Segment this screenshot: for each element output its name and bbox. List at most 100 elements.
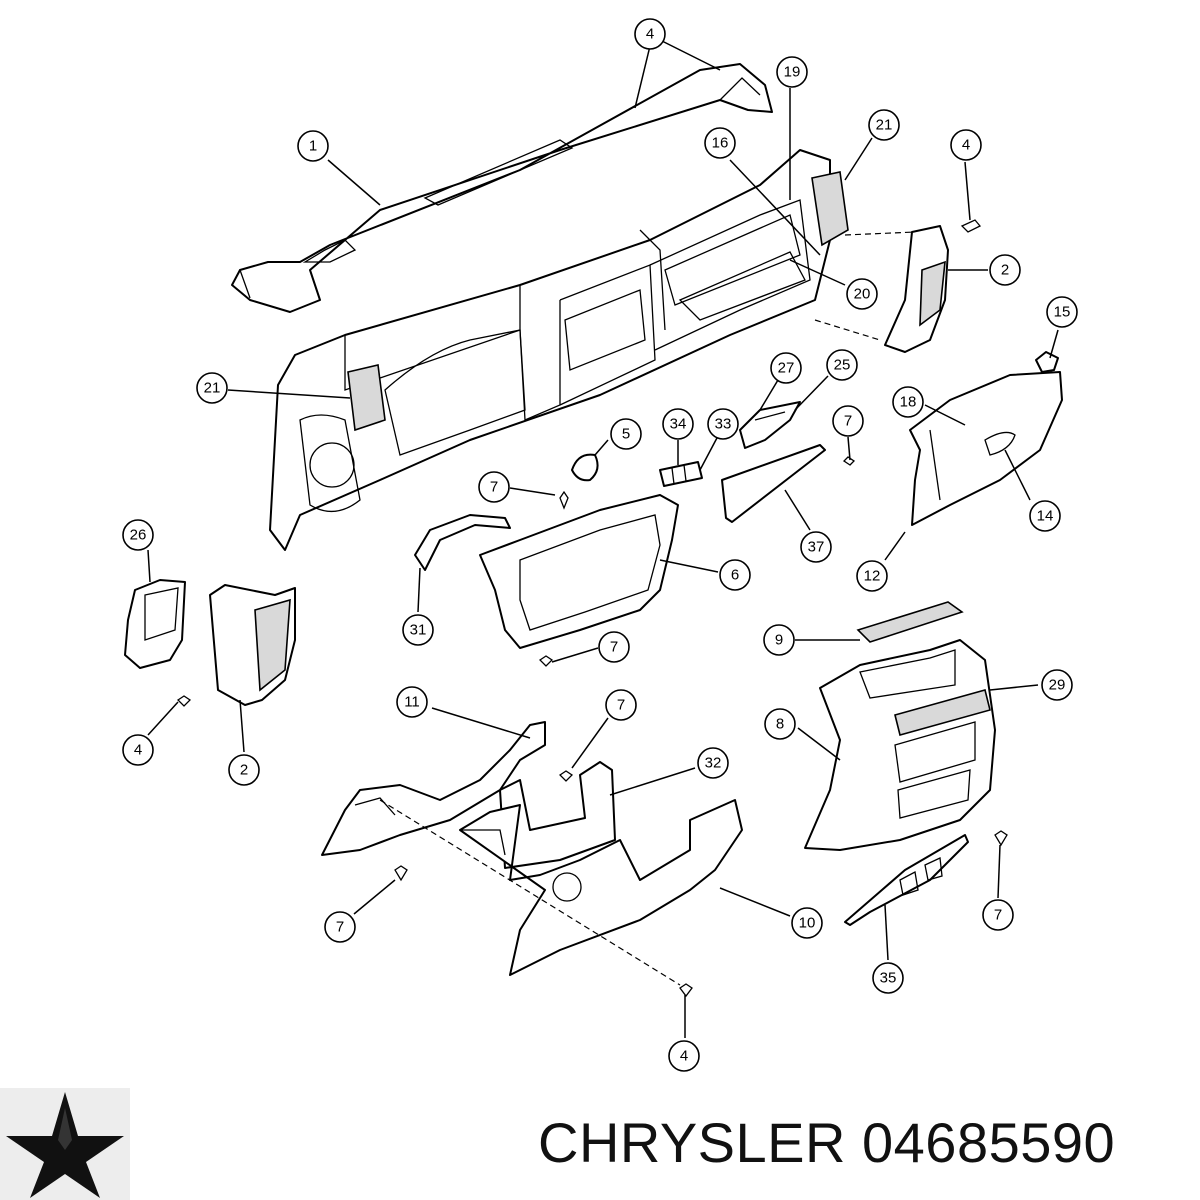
callout-2-right: 2 [989, 254, 1021, 286]
callout-label: 9 [775, 632, 783, 649]
callout-label: 4 [646, 26, 654, 43]
callout-15: 15 [1046, 296, 1078, 328]
callout-11: 11 [396, 686, 428, 718]
callout-27: 27 [770, 352, 802, 384]
callout-31: 31 [402, 614, 434, 646]
callout-4-left: 4 [122, 734, 154, 766]
callout-label: 7 [844, 413, 852, 430]
callout-label: 7 [336, 919, 344, 936]
callout-label: 5 [622, 426, 630, 443]
callout-7-a: 7 [478, 471, 510, 503]
callout-label: 4 [962, 137, 970, 154]
callout-label: 21 [204, 380, 221, 397]
left-end-cap [209, 584, 296, 706]
callout-label: 2 [1001, 262, 1009, 279]
callout-26: 26 [122, 519, 154, 551]
callout-32: 32 [697, 747, 729, 779]
callout-label: 25 [834, 357, 851, 374]
callout-label: 6 [731, 567, 739, 584]
screw-icons [176, 219, 1008, 998]
part-number: 04685590 [862, 1111, 1116, 1174]
callout-label: 7 [994, 907, 1002, 924]
callout-label: 16 [712, 135, 729, 152]
callout-7-f: 7 [982, 899, 1014, 931]
callout-20: 20 [846, 278, 878, 310]
callout-label: 27 [778, 360, 795, 377]
switch-bezel-25 [739, 401, 801, 449]
chrysler-pentastar-icon [0, 1088, 130, 1200]
callout-8: 8 [764, 708, 796, 740]
callout-label: 33 [715, 416, 732, 433]
callout-label: 1 [309, 138, 317, 155]
bracket-26 [124, 579, 186, 669]
callout-label: 37 [808, 539, 825, 556]
callout-37: 37 [800, 531, 832, 563]
callout-label: 7 [610, 639, 618, 656]
callout-4-top: 4 [634, 18, 666, 50]
callout-25: 25 [826, 349, 858, 381]
callout-label: 31 [410, 622, 427, 639]
callout-7-d: 7 [605, 689, 637, 721]
callout-18: 18 [892, 386, 924, 418]
callout-29: 29 [1041, 669, 1073, 701]
callout-label: 34 [670, 416, 687, 433]
callout-2-left: 2 [228, 754, 260, 786]
brand-name: CHRYSLER [538, 1111, 846, 1174]
callout-label: 20 [854, 286, 871, 303]
panel-37 [721, 444, 826, 523]
callout-16: 16 [704, 127, 736, 159]
left-air-vent [347, 364, 386, 432]
callout-label: 29 [1049, 677, 1066, 694]
callout-label: 7 [490, 479, 498, 496]
callout-label: 12 [864, 568, 881, 585]
callout-14: 14 [1029, 500, 1061, 532]
callout-label: 11 [404, 694, 420, 711]
cluster-hood-31 [414, 514, 511, 571]
callout-21-left: 21 [196, 372, 228, 404]
callout-35: 35 [872, 962, 904, 994]
callout-label: 10 [799, 915, 816, 932]
right-end-cap [884, 225, 949, 353]
knob-5 [571, 453, 599, 482]
callout-7-b: 7 [832, 405, 864, 437]
defrost-grille-9 [856, 601, 964, 643]
callout-9: 9 [763, 624, 795, 656]
cigar-lighter [659, 461, 703, 487]
callout-12: 12 [856, 560, 888, 592]
callout-34: 34 [662, 408, 694, 440]
callout-label: 35 [880, 970, 897, 987]
lower-panel-10 [459, 799, 743, 976]
callout-21-right: 21 [868, 109, 900, 141]
callout-label: 4 [680, 1048, 688, 1065]
callout-label: 26 [130, 527, 147, 544]
callout-4-right: 4 [950, 129, 982, 161]
callout-label: 14 [1037, 508, 1054, 525]
leader-lines [147, 39, 1059, 1038]
callout-label: 21 [876, 117, 893, 134]
callout-label: 2 [240, 762, 248, 779]
callout-10: 10 [791, 907, 823, 939]
callout-label: 8 [776, 716, 784, 733]
callout-19: 19 [776, 56, 808, 88]
callout-7-e: 7 [324, 911, 356, 943]
callout-label: 15 [1054, 304, 1071, 321]
center-bezel-8 [804, 639, 996, 851]
callout-label: 4 [134, 742, 142, 759]
dash-top-pad [231, 63, 773, 313]
clip-fastener-15 [1035, 351, 1059, 373]
callout-label: 7 [617, 697, 625, 714]
column-cover-32 [499, 761, 616, 869]
callout-1: 1 [297, 130, 329, 162]
switch-panel-35 [844, 834, 969, 926]
callout-33: 33 [707, 408, 739, 440]
callout-label: 18 [900, 394, 917, 411]
brand-part-number-caption: CHRYSLER 04685590 [538, 1110, 1115, 1175]
right-air-vent [811, 171, 849, 247]
cluster-bezel-6 [479, 494, 679, 649]
callout-6: 6 [719, 559, 751, 591]
callout-5: 5 [610, 418, 642, 450]
callout-7-c: 7 [598, 631, 630, 663]
callout-4-bottom: 4 [668, 1040, 700, 1072]
glove-box [909, 371, 1063, 526]
